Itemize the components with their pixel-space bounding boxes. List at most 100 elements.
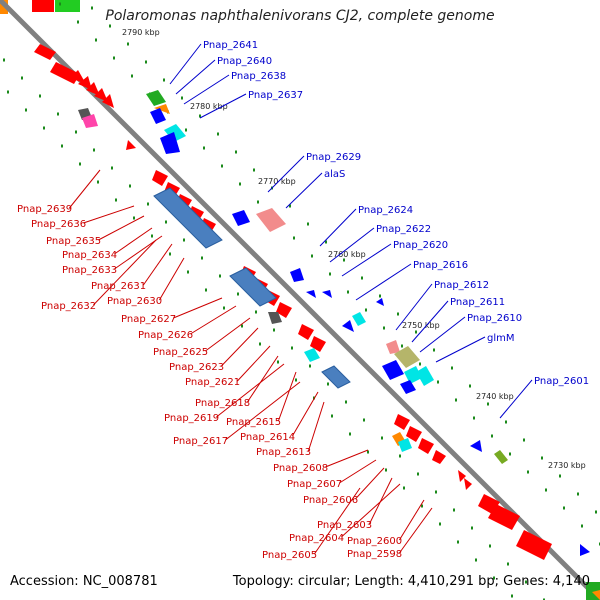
forward-gene-label: Pnap_2638: [231, 71, 286, 82]
reverse-gene-label: Pnap_2614: [240, 432, 295, 443]
reverse-gene-label: Pnap_2598: [347, 549, 402, 560]
forward-gene-leader-line: [169, 43, 202, 85]
reverse-gene-label: Pnap_2604: [289, 533, 344, 544]
reverse-gene-label: Pnap_2625: [153, 347, 208, 358]
reverse-gene-label: Pnap_2619: [164, 413, 219, 424]
reverse-gene-label: Pnap_2618: [195, 398, 250, 409]
kbp-tick-label: 2780 kbp: [190, 102, 228, 111]
reverse-gene-label: Pnap_2634: [62, 250, 117, 261]
forward-gene-leader-line: [499, 379, 533, 419]
reverse-gene-label: Pnap_2632: [41, 301, 96, 312]
reverse-gene-label: Pnap_2627: [121, 314, 176, 325]
forward-gene-label: Pnap_2624: [358, 205, 413, 216]
reverse-gene-leader-line: [307, 401, 325, 452]
reverse-gene-leader-line: [325, 449, 369, 468]
forward-gene-leader-line: [183, 74, 230, 105]
reverse-gene-leader-line: [142, 243, 173, 286]
reverse-gene-leader-line: [190, 305, 237, 335]
forward-gene-labels: Pnap_2641Pnap_2640Pnap_2638Pnap_2637Pnap…: [169, 40, 589, 419]
reverse-gene-leader-line: [291, 391, 319, 437]
forward-gene-label: alaS: [324, 169, 345, 180]
reverse-gene-label: Pnap_2630: [107, 296, 162, 307]
reverse-gene-label: Pnap_2615: [226, 417, 281, 428]
reverse-gene-leader-line: [98, 215, 145, 241]
forward-gene-leader-line: [199, 93, 247, 119]
reverse-gene-label: Pnap_2600: [347, 536, 402, 547]
offscreen-genes-bottom: [586, 582, 600, 600]
forward-gene-label: Pnap_2612: [434, 280, 489, 291]
forward-gene-leader-line: [329, 227, 375, 263]
reverse-gene-label: Pnap_2607: [287, 479, 342, 490]
forward-gene-label: Pnap_2616: [413, 260, 468, 271]
forward-gene-label: glmM: [487, 333, 515, 344]
reverse-gene-label: Pnap_2633: [62, 265, 117, 276]
reverse-gene-label: Pnap_2636: [31, 219, 86, 230]
forward-gene-leader-line: [419, 316, 466, 353]
kbp-tick-label: 2740 kbp: [476, 392, 514, 401]
forward-gene-label: Pnap_2637: [248, 90, 303, 101]
reverse-gene-leader-line: [398, 499, 425, 541]
reverse-gene-labels: Pnap_2639Pnap_2636Pnap_2635Pnap_2634Pnap…: [17, 169, 433, 561]
reverse-gene-label: Pnap_2623: [169, 362, 224, 373]
forward-gene-leader-line: [355, 263, 412, 301]
reverse-gene-leader-line: [246, 355, 279, 403]
kbp-tick-labels: 2790 kbp 2780 kbp 2770 kbp 2760 kbp 2750 kbp…: [122, 28, 586, 470]
reverse-gene-leader-line: [398, 507, 433, 554]
genome-stats-label: Topology: circular; Length: 4,410,291 bp…: [232, 574, 590, 589]
forward-gene-label: Pnap_2622: [376, 224, 431, 235]
reverse-gene-leader-line: [341, 483, 401, 538]
reverse-gene-leader-line: [69, 169, 101, 209]
reverse-gene-label: Pnap_2617: [173, 436, 228, 447]
operon-blocks: [78, 108, 412, 452]
kbp-tick-label: 2750 kbp: [402, 321, 440, 330]
forward-gene-leader-line: [267, 155, 305, 193]
reverse-gene-leader-line: [355, 467, 385, 500]
reverse-gene-label: Pnap_2605: [262, 550, 317, 561]
reverse-gene-leader-line: [221, 327, 259, 367]
forward-gene-leader-line: [395, 283, 433, 331]
forward-gene-label: Pnap_2610: [467, 313, 522, 324]
reverse-gene-leader-line: [93, 239, 157, 306]
forward-gene-leader-line: [411, 300, 449, 343]
reverse-gene-label: Pnap_2606: [303, 495, 358, 506]
reverse-gene-leader-line: [225, 381, 301, 441]
forward-strand-genes: [146, 90, 590, 556]
forward-gene-label: Pnap_2620: [393, 240, 448, 251]
reverse-gene-leader-line: [114, 227, 153, 255]
reverse-gene-label: Pnap_2631: [91, 281, 146, 292]
kbp-tick-label: 2790 kbp: [122, 28, 160, 37]
reverse-gene-leader-line: [339, 459, 377, 484]
reverse-gene-leader-line: [158, 257, 185, 301]
forward-gene-label: Pnap_2629: [306, 152, 361, 163]
reverse-gene-leader-line: [205, 317, 251, 352]
forward-gene-leader-line: [285, 172, 323, 209]
reverse-gene-leader-line: [237, 345, 271, 382]
forward-gene-leader-line: [175, 59, 216, 95]
reverse-gene-label: Pnap_2613: [256, 447, 311, 458]
reverse-gene-label: Pnap_2639: [17, 204, 72, 215]
forward-gene-leader-line: [319, 208, 357, 247]
reverse-gene-label: Pnap_2635: [46, 236, 101, 247]
reverse-gene-leader-line: [313, 487, 361, 555]
reverse-gene-leader-line: [173, 297, 223, 319]
reverse-gene-leader-line: [83, 205, 135, 224]
reverse-gene-label: Pnap_2603: [317, 520, 372, 531]
reverse-gene-label: Pnap_2621: [185, 377, 240, 388]
kbp-tick-label: 2770 kbp: [258, 177, 296, 186]
reverse-gene-leader-line: [277, 371, 297, 422]
kbp-tick-label: 2730 kbp: [548, 461, 586, 470]
forward-gene-leader-line: [435, 336, 486, 363]
map-title: Polaromonas naphthalenivorans CJ2, compl…: [105, 8, 495, 24]
forward-gene-leader-line: [341, 243, 392, 277]
forward-gene-label: Pnap_2601: [534, 376, 589, 387]
forward-gene-label: Pnap_2640: [217, 56, 272, 67]
kbp-tick-label: 2760 kbp: [328, 250, 366, 259]
accession-label: Accession: NC_008781: [10, 574, 158, 589]
reverse-gene-label: Pnap_2626: [138, 330, 193, 341]
reverse-gene-leader-line: [216, 363, 285, 418]
forward-gene-label: Pnap_2641: [203, 40, 258, 51]
forward-gene-label: Pnap_2611: [450, 297, 505, 308]
